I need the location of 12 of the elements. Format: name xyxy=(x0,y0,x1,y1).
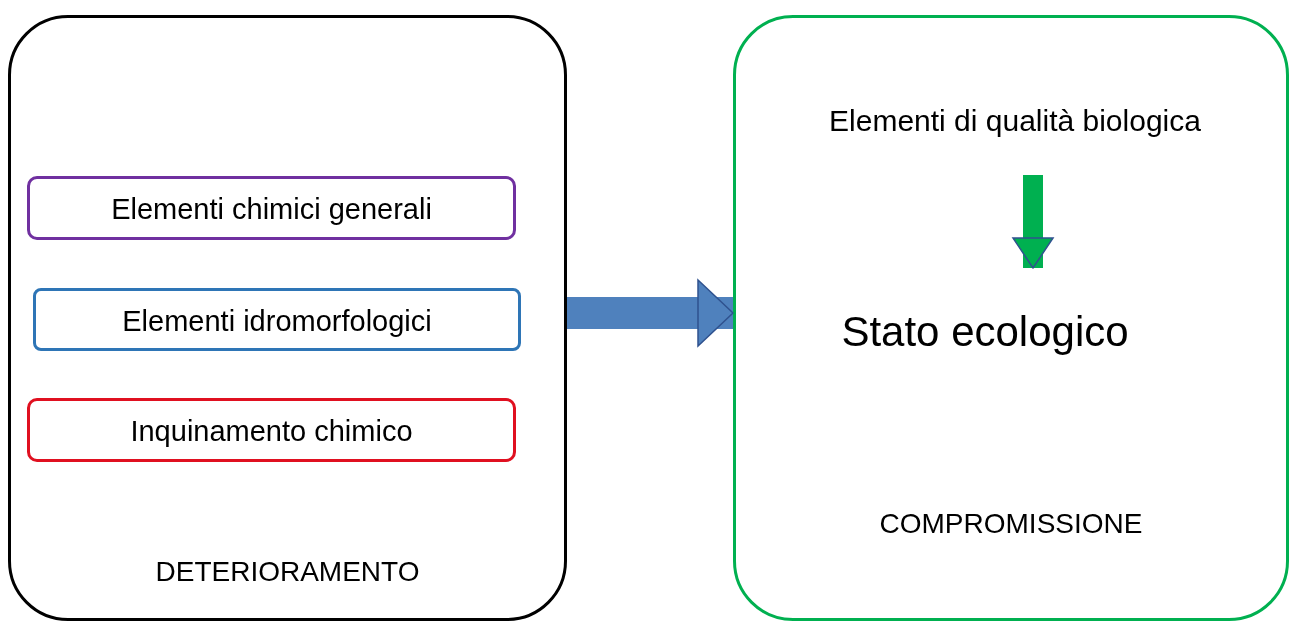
node-label: Stato ecologico xyxy=(840,308,1130,356)
box-label: Elementi chimici generali xyxy=(110,193,433,226)
container-box xyxy=(733,15,1289,621)
box-label: DETERIORAMENTO xyxy=(154,556,421,588)
box-label: COMPROMISSIONE xyxy=(878,508,1144,540)
box-label: Elementi idromorfologici xyxy=(121,305,433,338)
container-box xyxy=(8,15,567,621)
node-label: Elementi di qualità biologica xyxy=(828,104,1202,138)
box-label: Inquinamento chimico xyxy=(129,415,414,448)
category-box xyxy=(33,288,521,351)
category-box xyxy=(27,176,516,240)
category-box xyxy=(27,398,516,462)
